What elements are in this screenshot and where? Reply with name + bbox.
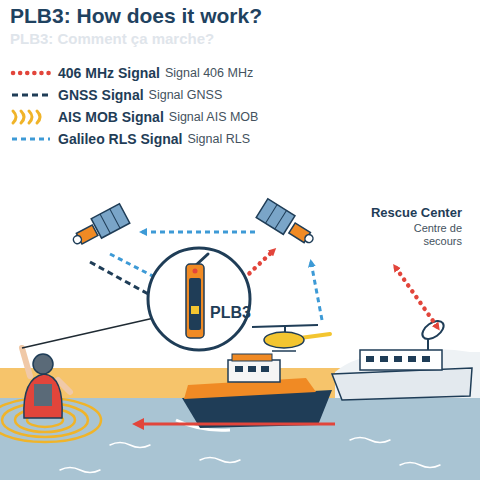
legend-sample-rls	[12, 138, 50, 141]
rescue-station	[332, 317, 472, 400]
legend-translation: Signal AIS MOB	[169, 110, 259, 124]
satellite-left	[68, 204, 130, 251]
wave	[400, 463, 440, 468]
ais-wave	[29, 111, 32, 123]
window	[261, 366, 269, 372]
ais-wave	[21, 111, 24, 123]
ais-wave	[37, 111, 40, 123]
person-in-water	[22, 318, 154, 418]
ship-hull	[332, 368, 472, 400]
legend-sample-406	[13, 71, 50, 76]
ais-wave	[13, 111, 16, 123]
window	[422, 356, 430, 362]
legend-samples	[12, 73, 50, 139]
station-name-fr: Centre de secours	[396, 222, 462, 248]
legend-row: AIS MOB Signal Signal AIS MOB	[58, 108, 258, 126]
subtitle: PLB3: Comment ça marche?	[10, 30, 214, 47]
helicopter	[252, 325, 330, 351]
windows	[366, 356, 430, 362]
magnified-beacon-circle: PLB3	[146, 246, 252, 352]
beacon-panel	[189, 278, 201, 330]
jacket-panel	[34, 384, 52, 406]
panel-grid	[110, 209, 120, 228]
legend-row: 406 MHz Signal Signal 406 MHz	[58, 64, 253, 82]
legend-translation: Signal RLS	[187, 132, 250, 146]
node-label: PLB3	[210, 304, 251, 322]
legend-translation: Signal 406 MHz	[165, 66, 253, 80]
signal-406	[396, 268, 438, 328]
beacon-body	[186, 264, 204, 338]
antenna	[72, 234, 83, 245]
beacon-light	[193, 269, 198, 274]
panel-grid	[265, 205, 277, 224]
window	[366, 356, 374, 362]
panel-grid	[100, 214, 110, 233]
legend-translation: Signal GNSS	[149, 88, 223, 102]
waves	[60, 438, 440, 473]
wave	[200, 458, 240, 463]
window	[408, 356, 416, 362]
lanyard	[22, 318, 154, 348]
raised-arm	[22, 348, 30, 376]
lifeboat-roof	[232, 354, 272, 361]
approach-arrow	[140, 423, 335, 426]
skid	[272, 350, 296, 352]
lifeboat-cabin	[228, 360, 280, 382]
circle-outline	[146, 246, 252, 352]
beacon-button	[191, 306, 199, 314]
station-name: Rescue Center	[371, 205, 462, 220]
legend-text: GNSS Signal	[58, 87, 144, 103]
tail-boom	[300, 334, 330, 338]
legend-sample-ais	[13, 111, 40, 123]
legend-text: 406 MHz Signal	[58, 65, 160, 81]
lifejacket	[24, 374, 62, 418]
legend-text: Galileo RLS Signal	[58, 131, 182, 147]
circle-shape	[148, 248, 250, 350]
legend-row: Galileo RLS Signal Signal RLS	[58, 130, 250, 148]
title: PLB3: How does it work?	[10, 4, 262, 28]
panel-grid	[275, 210, 287, 229]
window	[248, 366, 256, 372]
satellite-right	[256, 199, 319, 249]
lifeboat	[176, 354, 332, 430]
window	[235, 366, 243, 372]
wave	[350, 438, 390, 443]
legend-text: AIS MOB Signal	[58, 109, 164, 125]
rls-signal	[142, 231, 255, 234]
legend-row: GNSS Signal Signal GNSS	[58, 86, 222, 104]
antenna	[303, 233, 314, 244]
superstructure	[360, 350, 442, 370]
window	[380, 356, 388, 362]
rls-signal	[311, 262, 322, 320]
solar-panel	[256, 199, 295, 235]
wave	[110, 443, 150, 448]
helicopter-body	[264, 332, 304, 348]
head	[33, 354, 53, 374]
legend-sample-gnss	[12, 94, 50, 97]
wave	[60, 468, 100, 473]
window	[394, 356, 402, 362]
